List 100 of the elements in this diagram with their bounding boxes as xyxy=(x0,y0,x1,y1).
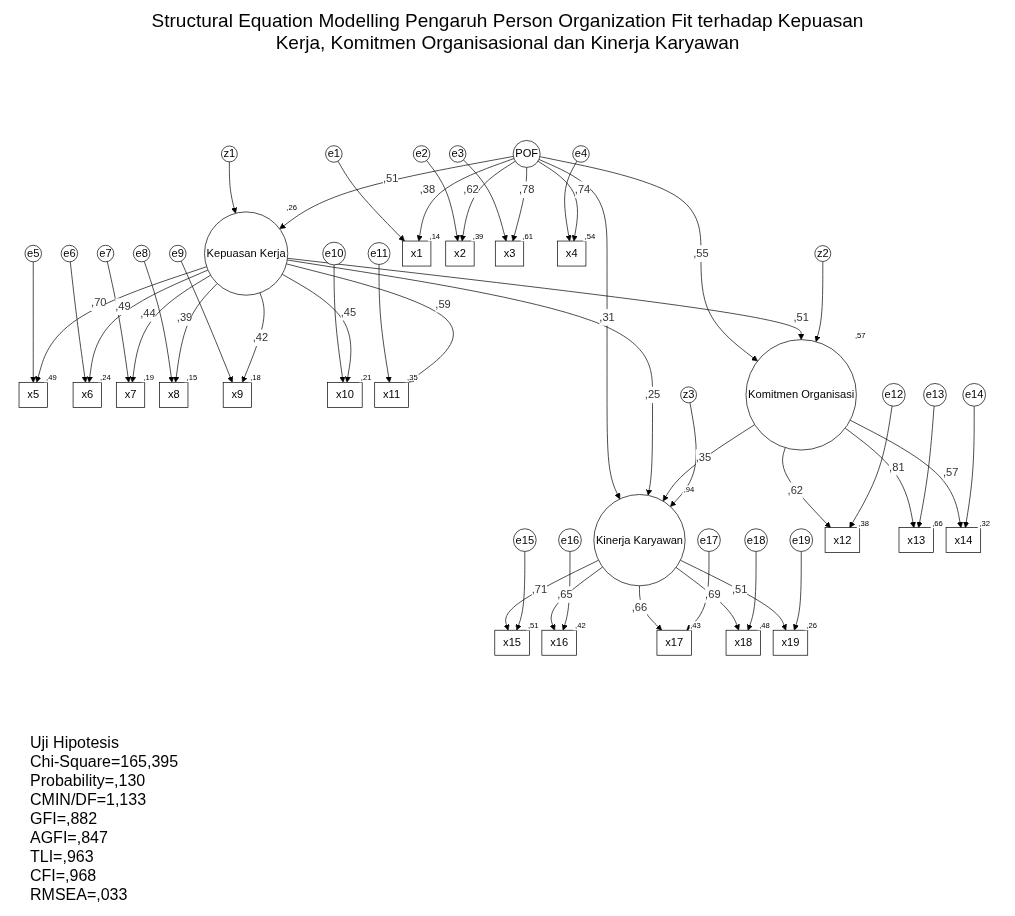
node-circle: e3 xyxy=(449,145,467,163)
node-box: x14 xyxy=(945,527,981,553)
node-circle: e15 xyxy=(513,528,537,552)
node-circle: z1 xyxy=(221,145,238,163)
r-squared-value: ,32 xyxy=(979,518,990,528)
node-circle: e17 xyxy=(697,528,721,552)
node-circle: e11 xyxy=(367,242,391,265)
r-squared-value: ,54 xyxy=(584,231,596,241)
node-box: x15 xyxy=(494,629,530,656)
node-box: x9 xyxy=(222,381,252,408)
edge-label: ,49 xyxy=(115,300,131,313)
node-box: x5 xyxy=(18,381,48,408)
edge-label: ,42 xyxy=(252,331,269,344)
node-circle: e10 xyxy=(322,241,346,266)
fit-statistic: Uji Hipotesis xyxy=(30,733,119,752)
r-squared-value: ,26 xyxy=(806,621,817,630)
fit-statistic: Chi-Square=165,395 xyxy=(30,752,179,771)
fit-statistic: AGFI=,847 xyxy=(30,828,108,847)
node-circle: Kepuasan Kerja xyxy=(204,211,289,296)
edge-label: ,31 xyxy=(599,311,615,323)
edge-label: ,74 xyxy=(574,183,591,196)
edge-label: ,39 xyxy=(176,311,193,323)
edge-label: ,71 xyxy=(531,582,548,595)
edge-label: ,51 xyxy=(731,582,748,595)
node-circle: e8 xyxy=(133,244,151,262)
r-squared-value: ,94 xyxy=(683,485,695,495)
node-circle: e9 xyxy=(169,244,187,262)
node-circle: e5 xyxy=(24,244,42,262)
node-circle: e12 xyxy=(882,383,906,407)
r-squared-value: ,61 xyxy=(522,231,533,241)
edge-label: ,78 xyxy=(518,183,535,196)
node-circle: Komitmen Organisasi xyxy=(745,339,857,451)
node-box: x10 xyxy=(327,381,363,408)
edge-label: ,59 xyxy=(435,297,451,310)
node-box: x13 xyxy=(898,527,934,553)
node-circle: z2 xyxy=(814,245,832,262)
r-squared-value: ,66 xyxy=(932,518,943,528)
node-box: x16 xyxy=(541,629,577,656)
node-box: x2 xyxy=(445,240,475,267)
edge-label: ,62 xyxy=(787,484,804,497)
fit-statistic: CMIN/DF=1,133 xyxy=(30,790,147,809)
node-box: x19 xyxy=(772,629,809,656)
node-box: x18 xyxy=(725,629,761,656)
node-circle: e19 xyxy=(789,528,813,552)
edge-label: ,55 xyxy=(693,247,709,259)
fit-statistic: CFI=,968 xyxy=(30,866,97,885)
edge-label: ,38 xyxy=(419,183,436,196)
node-circle: e14 xyxy=(962,383,986,407)
node-circle: z3 xyxy=(680,386,697,403)
r-squared-value: ,48 xyxy=(759,621,770,630)
r-squared-value: ,24 xyxy=(100,373,111,383)
fit-statistic: RMSEA=,033 xyxy=(30,885,128,904)
node-circle: e16 xyxy=(558,528,582,552)
r-squared-value: ,15 xyxy=(186,373,198,383)
r-squared-value: ,14 xyxy=(429,231,441,241)
edge-label: ,35 xyxy=(695,451,712,463)
node-box: x12 xyxy=(824,527,861,553)
r-squared-value: ,49 xyxy=(46,373,57,383)
edge-label: ,66 xyxy=(631,601,648,614)
edge-label: ,65 xyxy=(557,588,573,600)
node-circle: e2 xyxy=(412,145,431,163)
edge-label: ,45 xyxy=(340,305,357,318)
edge-label: ,69 xyxy=(705,588,721,601)
edge-label: ,25 xyxy=(644,388,661,401)
r-squared-value: ,18 xyxy=(250,373,261,383)
node-box: x6 xyxy=(72,381,102,408)
node-circle: e13 xyxy=(923,383,947,407)
node-box: x4 xyxy=(557,240,587,267)
r-squared-value: ,51 xyxy=(528,621,539,630)
edge-label: ,62 xyxy=(463,183,479,195)
node-box: x3 xyxy=(494,240,525,267)
r-squared-value: ,43 xyxy=(690,621,701,630)
fit-statistic: TLI=,963 xyxy=(30,847,94,866)
node-circle: e1 xyxy=(325,145,343,163)
r-squared-value: ,26 xyxy=(286,202,297,212)
r-squared-value: ,42 xyxy=(575,621,586,630)
node-box: x1 xyxy=(402,240,432,267)
node-circle: e6 xyxy=(60,244,78,262)
edge-label: ,44 xyxy=(140,306,156,319)
node-box: x8 xyxy=(159,381,189,408)
node-circle: POF xyxy=(512,139,541,168)
fit-statistic: Probability=,130 xyxy=(30,771,146,790)
r-squared-value: ,19 xyxy=(143,373,154,383)
r-squared-value: ,39 xyxy=(472,231,484,241)
r-squared-value: ,38 xyxy=(858,518,869,528)
edge-label: ,57 xyxy=(942,465,959,478)
node-box: x17 xyxy=(656,629,692,656)
edge-label: ,51 xyxy=(793,311,809,323)
edge-label: ,81 xyxy=(889,460,905,473)
r-squared-value: ,57 xyxy=(855,330,866,340)
edge-label: ,70 xyxy=(91,296,107,309)
node-circle: e18 xyxy=(744,528,768,552)
r-squared-value: ,21 xyxy=(360,373,372,383)
node-circle: e4 xyxy=(572,145,590,163)
diagram-title: Structural Equation Modelling Pengaruh Person Organization Fit terhadap Kepuasan Kerja, Komitmen Organisasional dan Kinerja Karyawan xyxy=(150,10,865,54)
fit-statistic: GFI=,882 xyxy=(30,809,98,828)
edge-label: ,51 xyxy=(382,172,399,185)
node-circle: Kinerja Karyawan xyxy=(593,494,686,586)
node-circle: e7 xyxy=(96,244,115,262)
node-box: x7 xyxy=(115,381,146,408)
